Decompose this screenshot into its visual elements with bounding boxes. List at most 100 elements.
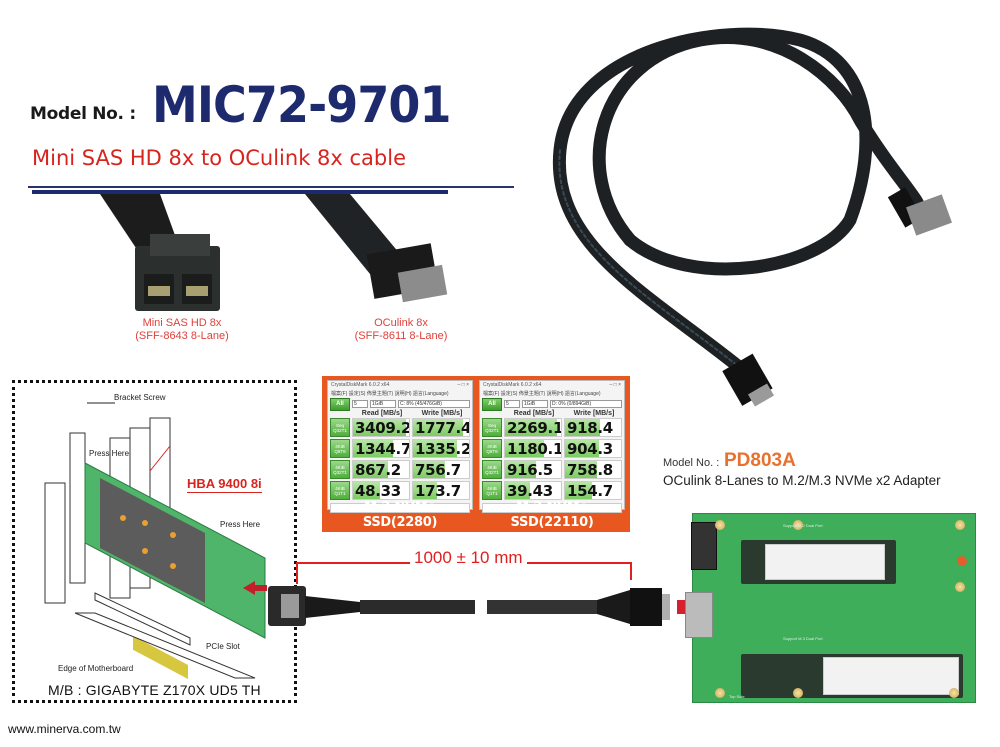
- read-value: 916.5: [504, 460, 562, 479]
- window-titlebar: CrystalDiskMark 6.0.2 x64 – □ ×: [480, 381, 624, 390]
- edge-of-motherboard-callout: Edge of Motherboard: [58, 664, 134, 673]
- mini-sas-hd-connector-icon: [135, 234, 220, 311]
- result-row: 4KiB Q8T8 1180.1 904.3: [480, 438, 624, 459]
- product-subtitle: Mini SAS HD 8x to OCulink 8x cable: [32, 146, 407, 170]
- installation-diagram: [12, 380, 297, 703]
- read-header: Read [MB/s]: [361, 410, 403, 417]
- write-header: Write [MB/s]: [573, 410, 615, 417]
- hba-card-label: HBA 9400 8i: [187, 476, 262, 493]
- test-button[interactable]: 4KiB Q8T8: [482, 439, 502, 458]
- insert-arrow-icon: [243, 581, 267, 595]
- heatsink-dots-icon: [120, 515, 176, 569]
- result-row: Seq Q32T1 2269.1 918.4: [480, 417, 624, 438]
- model-number: MIC72-9701: [152, 76, 452, 134]
- read-value: 1344.7: [352, 439, 410, 458]
- result-row: 4KiB Q32T1 867.2 756.7: [328, 459, 472, 480]
- press-here-callout-2: Press Here: [220, 520, 261, 529]
- header-divider: [28, 186, 514, 188]
- write-value: 1335.2: [412, 439, 470, 458]
- standoff-icon: [715, 520, 725, 530]
- write-value: 173.7: [412, 481, 470, 500]
- write-header: Write [MB/s]: [421, 410, 463, 417]
- board-label-side: Top Side: [729, 694, 745, 699]
- count-select[interactable]: 5: [504, 400, 520, 408]
- read-header: Read [MB/s]: [513, 410, 555, 417]
- cable-coil-icon: [552, 27, 927, 387]
- oculink-name: OCulink 8x: [374, 317, 428, 329]
- read-value: 39.43: [504, 481, 562, 500]
- press-here-callout-1: Press Here: [89, 449, 130, 458]
- comment-field[interactable]: [330, 503, 470, 513]
- oculink-spec: (SFF-8611 8-Lane): [354, 330, 448, 342]
- mini-sas-spec: (SFF-8643 8-Lane): [135, 330, 229, 342]
- standoff-icon: [715, 688, 725, 698]
- pd803a-adapter-board: Support M.3 Dual Port Support M.2 Dual P…: [685, 513, 976, 703]
- mini-sas-name: Mini SAS HD 8x: [142, 317, 222, 329]
- standoff-icon: [955, 520, 965, 530]
- oculink-end-icon: [722, 353, 775, 407]
- adapter-model-label: Model No. :: [663, 457, 720, 469]
- oculink-plug-icon: [630, 588, 670, 626]
- result-row: 4KiB Q32T1 916.5 758.8: [480, 459, 624, 480]
- write-value: 904.3: [564, 439, 622, 458]
- test-button[interactable]: Seq Q32T1: [482, 418, 502, 437]
- write-value: 1777.4: [412, 418, 470, 437]
- board-label-m2: Support M.2 Dual Port: [783, 523, 823, 528]
- board-label-m3: Support M.3 Dual Port: [783, 636, 823, 641]
- crystaldiskmark-window-2: CrystalDiskMark 6.0.2 x64 – □ × 檔案(F) 設定…: [479, 380, 625, 513]
- benchmark-panel: CrystalDiskMark 6.0.2 x64 – □ × 檔案(F) 設定…: [322, 376, 630, 532]
- header-divider-bold: [32, 190, 448, 194]
- result-row: Seq Q32T1 3409.2 1777.4: [328, 417, 472, 438]
- motherboard-label: M/B : GIGABYTE Z170X UD5 TH: [48, 682, 261, 698]
- read-value: 2269.1: [504, 418, 562, 437]
- read-value: 1180.1: [504, 439, 562, 458]
- hba-install-illustration: [44, 402, 267, 679]
- test-button[interactable]: 4KiB Q32T1: [482, 460, 502, 479]
- window-titlebar: CrystalDiskMark 6.0.2 x64 – □ ×: [328, 381, 472, 390]
- size-select[interactable]: 1GiB: [370, 400, 396, 408]
- dimension-tick-right: [630, 562, 632, 580]
- drive-select[interactable]: D: 0% (0/894GiB): [550, 400, 622, 408]
- led-icon: [957, 556, 967, 566]
- oculink-caption: OCulink 8x (SFF-8611 8-Lane): [345, 317, 457, 343]
- test-button[interactable]: 4KiB Q1T1: [482, 481, 502, 500]
- menu-bar[interactable]: 檔案(F) 設定(S) 佈景主題(T) 說明(H) 語言(Language): [483, 391, 601, 397]
- standoff-icon: [955, 582, 965, 592]
- test-button[interactable]: 4KiB Q1T1: [330, 481, 350, 500]
- comment-field[interactable]: [482, 503, 622, 513]
- count-select[interactable]: 5: [352, 400, 368, 408]
- read-value: 867.2: [352, 460, 410, 479]
- coiled-cable-photo: [552, 27, 952, 407]
- ssd-22110-label: M.2 NVMe SSD(22110): [510, 500, 594, 530]
- pcie-edge-connector-icon: [133, 635, 188, 679]
- test-button[interactable]: 4KiB Q32T1: [330, 460, 350, 479]
- all-button[interactable]: All: [330, 397, 350, 411]
- standoff-icon: [793, 688, 803, 698]
- drive-select[interactable]: C: 8% (45/476GiB): [398, 400, 470, 408]
- ssd-2280-label: M.2 NVMe SSD(2280): [362, 500, 438, 530]
- size-select[interactable]: 1GiB: [522, 400, 548, 408]
- adapter-model-number: PD803A: [724, 450, 796, 471]
- standoff-icon: [793, 520, 803, 530]
- pcie-slot-icon: [74, 592, 256, 679]
- website-url[interactable]: www.minerva.com.tw: [8, 722, 121, 736]
- straight-cable-photo: [268, 586, 701, 626]
- mini-sas-plug-icon: [268, 586, 306, 626]
- window-controls-icon[interactable]: – □ ×: [609, 382, 622, 388]
- hba-label-leader: [149, 445, 171, 472]
- all-button[interactable]: All: [482, 397, 502, 411]
- connector-photos: [100, 194, 448, 311]
- menu-bar[interactable]: 檔案(F) 設定(S) 佈景主題(T) 說明(H) 語言(Language): [331, 391, 449, 397]
- test-button[interactable]: Seq Q32T1: [330, 418, 350, 437]
- write-value: 154.7: [564, 481, 622, 500]
- crystaldiskmark-window-1: CrystalDiskMark 6.0.2 x64 – □ × 檔案(F) 設定…: [327, 380, 473, 513]
- dimension-tick-left: [296, 562, 298, 584]
- write-value: 756.7: [412, 460, 470, 479]
- window-controls-icon[interactable]: – □ ×: [457, 382, 470, 388]
- cable-length: 1000 ± 10 mm: [410, 548, 527, 568]
- braided-cable-icon: [360, 600, 475, 614]
- result-row: 4KiB Q1T1 39.43 154.7: [480, 480, 624, 501]
- heatsink-icon: [100, 478, 205, 603]
- mini-sas-caption: Mini SAS HD 8x (SFF-8643 8-Lane): [126, 317, 238, 343]
- test-button[interactable]: 4KiB Q8T8: [330, 439, 350, 458]
